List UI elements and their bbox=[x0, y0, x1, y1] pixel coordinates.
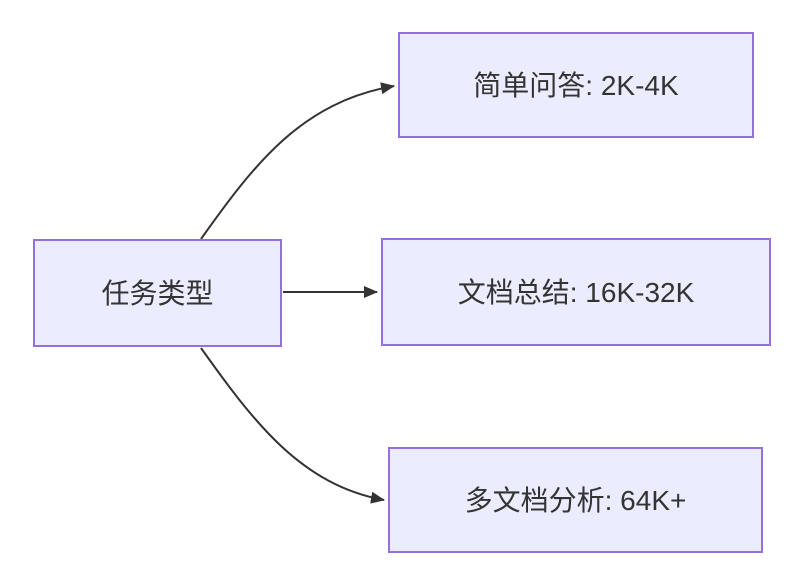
edge-task-type-to-simple-qa bbox=[200, 82, 395, 240]
node-doc-summary: 文档总结: 16K-32K bbox=[381, 238, 771, 346]
node-simple-qa-label: 简单问答: 2K-4K bbox=[473, 69, 679, 101]
node-task-type-label: 任务类型 bbox=[101, 277, 214, 309]
edge-task-type-to-multi-doc bbox=[200, 347, 385, 504]
node-multi-doc: 多文档分析: 64K+ bbox=[388, 447, 763, 553]
node-doc-summary-label: 文档总结: 16K-32K bbox=[457, 276, 695, 308]
node-simple-qa: 简单问答: 2K-4K bbox=[398, 32, 754, 138]
node-task-type: 任务类型 bbox=[33, 239, 282, 347]
node-multi-doc-label: 多文档分析: 64K+ bbox=[464, 484, 687, 516]
